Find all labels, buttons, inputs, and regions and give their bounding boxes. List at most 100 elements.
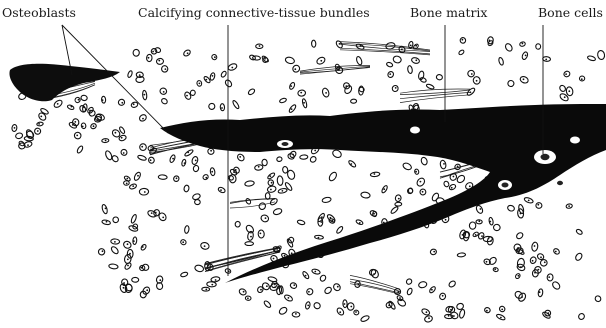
- nucleolus: [27, 144, 29, 146]
- cell-nucleus: [332, 282, 341, 291]
- cell-nucleus: [247, 88, 255, 96]
- cell-nucleus: [268, 276, 278, 283]
- cell-nucleus: [418, 71, 425, 80]
- nucleolus: [269, 175, 271, 177]
- cell-nucleus: [278, 306, 288, 316]
- cell-nucleus: [538, 289, 544, 297]
- nucleolus: [123, 152, 125, 154]
- cell-nucleus: [190, 90, 196, 96]
- cell-nucleus: [235, 221, 240, 227]
- nucleolus: [476, 80, 478, 82]
- nucleolus: [344, 303, 346, 305]
- cell-nucleus: [475, 204, 484, 214]
- cell-nucleus: [431, 192, 440, 202]
- nucleolus: [152, 51, 154, 53]
- nucleolus: [523, 78, 525, 80]
- nucleolus: [102, 99, 104, 101]
- cell-nucleus: [276, 156, 282, 162]
- nucleolus: [337, 286, 339, 288]
- cell-nucleus: [498, 57, 504, 66]
- nucleolus: [205, 289, 207, 291]
- fiber-strand: [300, 67, 370, 73]
- nucleolus: [142, 246, 144, 248]
- nucleolus: [431, 289, 433, 291]
- cell-nucleus: [390, 206, 399, 215]
- nucleolus: [133, 103, 135, 105]
- cell-nucleus: [309, 155, 317, 163]
- nucleolus: [126, 178, 128, 180]
- nucleolus: [525, 55, 527, 57]
- cell-nucleus: [76, 145, 84, 154]
- label-bone-cells: Bone cells: [538, 7, 603, 20]
- nucleolus: [187, 52, 189, 54]
- nucleolus: [462, 39, 464, 41]
- nucleolus: [186, 95, 188, 97]
- nucleolus: [274, 286, 276, 288]
- nucleolus: [133, 240, 135, 242]
- nucleolus: [545, 59, 547, 61]
- nucleolus: [518, 250, 520, 252]
- nucleolus: [355, 311, 357, 313]
- cell-nucleus: [426, 83, 435, 89]
- nucleolus: [284, 255, 286, 257]
- cell-nucleus: [67, 104, 75, 110]
- nucleolus: [139, 74, 141, 76]
- nucleolus: [288, 297, 290, 299]
- cell-nucleus: [285, 56, 296, 64]
- nucleolus: [165, 68, 167, 70]
- nucleolus: [389, 73, 391, 75]
- nucleolus: [97, 118, 99, 120]
- cell-nucleus: [319, 274, 327, 282]
- cell-nucleus: [40, 107, 49, 115]
- nucleolus: [522, 43, 524, 45]
- nucleolus: [548, 276, 550, 278]
- nucleolus: [93, 125, 95, 127]
- cell-nucleus: [262, 159, 268, 166]
- nucleolus: [132, 185, 134, 187]
- cell-nucleus: [37, 112, 47, 122]
- bone-matrix-bar: [160, 104, 606, 283]
- cell-nucleus: [311, 40, 316, 47]
- nucleolus: [478, 220, 480, 222]
- nucleolus: [518, 275, 520, 277]
- nucleolus: [14, 127, 16, 129]
- nucleolus: [162, 217, 164, 219]
- cell-nucleus: [306, 288, 314, 296]
- nucleolus: [233, 171, 235, 173]
- nucleolus: [265, 217, 267, 219]
- nucleolus: [144, 191, 146, 193]
- nucleolus: [338, 69, 340, 71]
- nucleolus: [220, 189, 222, 191]
- cell-nucleus: [133, 49, 140, 56]
- cell-nucleus: [536, 203, 542, 209]
- nucleolus: [383, 188, 385, 190]
- cell-nucleus: [313, 301, 322, 309]
- cell-nucleus: [288, 236, 295, 243]
- bone-cell-nucleus: [541, 154, 550, 160]
- nucleolus: [300, 92, 302, 94]
- cell-nucleus: [300, 155, 308, 160]
- nucleolus: [445, 219, 447, 221]
- bone-fragment-upper-left: [9, 64, 120, 101]
- nucleolus: [155, 212, 157, 214]
- nucleolus: [480, 208, 482, 210]
- cell-nucleus: [111, 155, 119, 163]
- nucleolus: [247, 297, 249, 299]
- label-bone-matrix: Bone matrix: [410, 7, 487, 20]
- nucleolus: [358, 284, 360, 286]
- cell-nucleus: [459, 309, 466, 319]
- nucleolus: [291, 108, 293, 110]
- nucleolus: [144, 94, 146, 96]
- bone-cell-nucleus: [557, 181, 563, 185]
- cell-nucleus: [252, 56, 260, 61]
- nucleolus: [105, 208, 107, 210]
- cell-nucleus: [516, 248, 525, 255]
- cell-nucleus: [202, 174, 209, 181]
- nucleolus: [339, 43, 341, 45]
- nucleolus: [453, 176, 455, 178]
- cell-nucleus: [112, 216, 119, 223]
- nucleolus: [320, 221, 322, 223]
- nucleolus: [290, 85, 292, 87]
- nucleolus: [215, 279, 217, 281]
- nucleolus: [359, 222, 361, 224]
